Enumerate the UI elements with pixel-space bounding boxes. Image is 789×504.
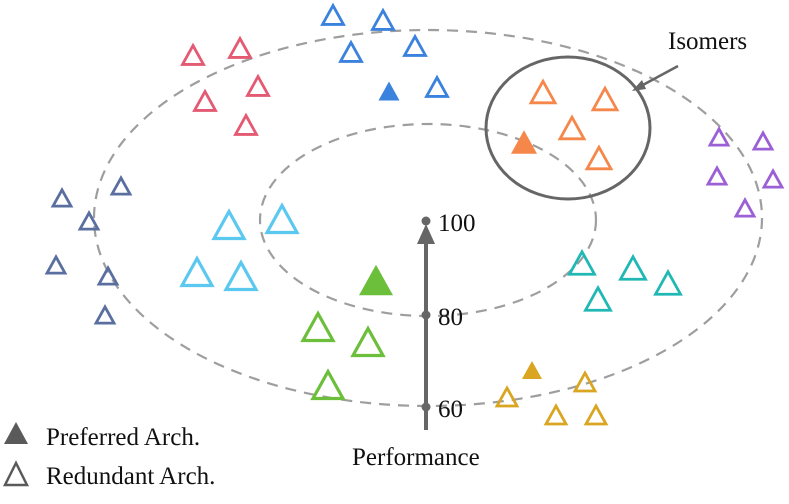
legend-preferred-label: Preferred Arch. <box>46 424 200 451</box>
redundant-arch-marker-blue <box>424 74 450 98</box>
axis-tick-label-60: 60 <box>438 396 463 423</box>
redundant-arch-marker-slate <box>109 175 133 196</box>
redundant-arch-marker-red <box>180 42 206 66</box>
axis-label: Performance <box>352 444 480 471</box>
redundant-arch-marker-blue <box>370 7 396 31</box>
redundant-arch-marker-purple <box>751 130 775 151</box>
redundant-arch-marker-slate <box>44 254 68 275</box>
architecture-markers <box>44 2 785 426</box>
redundant-arch-marker-gold <box>543 403 569 426</box>
redundant-arch-marker-orange <box>590 85 620 112</box>
legend-preferred-icon <box>4 422 28 444</box>
preferred-arch-marker-blue <box>378 81 400 101</box>
isomers-circle <box>484 55 652 201</box>
redundant-arch-marker-green <box>310 368 346 401</box>
preferred-arch-marker-orange <box>511 130 537 154</box>
redundant-arch-marker-lightblue <box>223 259 259 292</box>
redundant-arch-marker-lightblue <box>264 202 300 235</box>
redundant-arch-marker-orange <box>584 144 614 171</box>
redundant-arch-marker-blue <box>402 33 428 57</box>
redundant-arch-marker-red <box>233 112 259 136</box>
redundant-arch-marker-red <box>245 73 271 97</box>
redundant-arch-marker-purple <box>705 165 729 186</box>
redundant-arch-marker-lightblue <box>179 255 215 288</box>
redundant-arch-marker-gold <box>494 385 520 408</box>
isomers-callout-arrow <box>632 64 679 91</box>
redundant-arch-marker-orange <box>557 114 587 141</box>
redundant-arch-marker-teal <box>618 253 648 281</box>
redundant-arch-marker-blue <box>320 2 346 26</box>
redundant-arch-marker-lightblue <box>211 208 247 241</box>
axis-tick-label-100: 100 <box>438 210 476 237</box>
redundant-arch-marker-teal <box>583 284 613 312</box>
redundant-arch-marker-green <box>350 325 386 358</box>
isomers-label: Isomers <box>668 28 747 55</box>
redundant-arch-marker-orange <box>528 78 558 105</box>
legend-redundant-icon <box>2 460 30 487</box>
redundant-arch-marker-teal <box>653 268 683 296</box>
redundant-arch-marker-purple <box>733 197 757 218</box>
redundant-arch-marker-slate <box>77 210 101 231</box>
outer-performance-ring <box>92 28 764 408</box>
redundant-arch-marker-slate <box>96 265 120 286</box>
redundant-arch-marker-blue <box>338 39 364 63</box>
redundant-arch-marker-teal <box>567 248 597 276</box>
axis-tick-80 <box>421 310 431 320</box>
axis-tick-60 <box>421 402 431 412</box>
performance-axis <box>417 216 435 430</box>
redundant-arch-marker-red <box>227 35 253 59</box>
redundant-arch-marker-slate <box>93 304 117 325</box>
redundant-arch-marker-purple <box>707 126 731 147</box>
axis-tick-label-80: 80 <box>438 304 463 331</box>
legend: Preferred Arch. Redundant Arch. <box>2 422 215 490</box>
redundant-arch-marker-gold <box>572 370 598 393</box>
redundant-arch-marker-green <box>300 310 336 343</box>
preferred-arch-marker-gold <box>522 361 542 379</box>
preferred-arch-marker-green <box>359 264 393 296</box>
redundant-arch-marker-gold <box>583 403 609 426</box>
axis-tick-100 <box>421 216 431 226</box>
redundant-arch-marker-red <box>192 88 218 112</box>
legend-redundant-label: Redundant Arch. <box>46 463 215 490</box>
redundant-arch-marker-purple <box>761 168 785 189</box>
redundant-arch-marker-slate <box>50 187 74 208</box>
